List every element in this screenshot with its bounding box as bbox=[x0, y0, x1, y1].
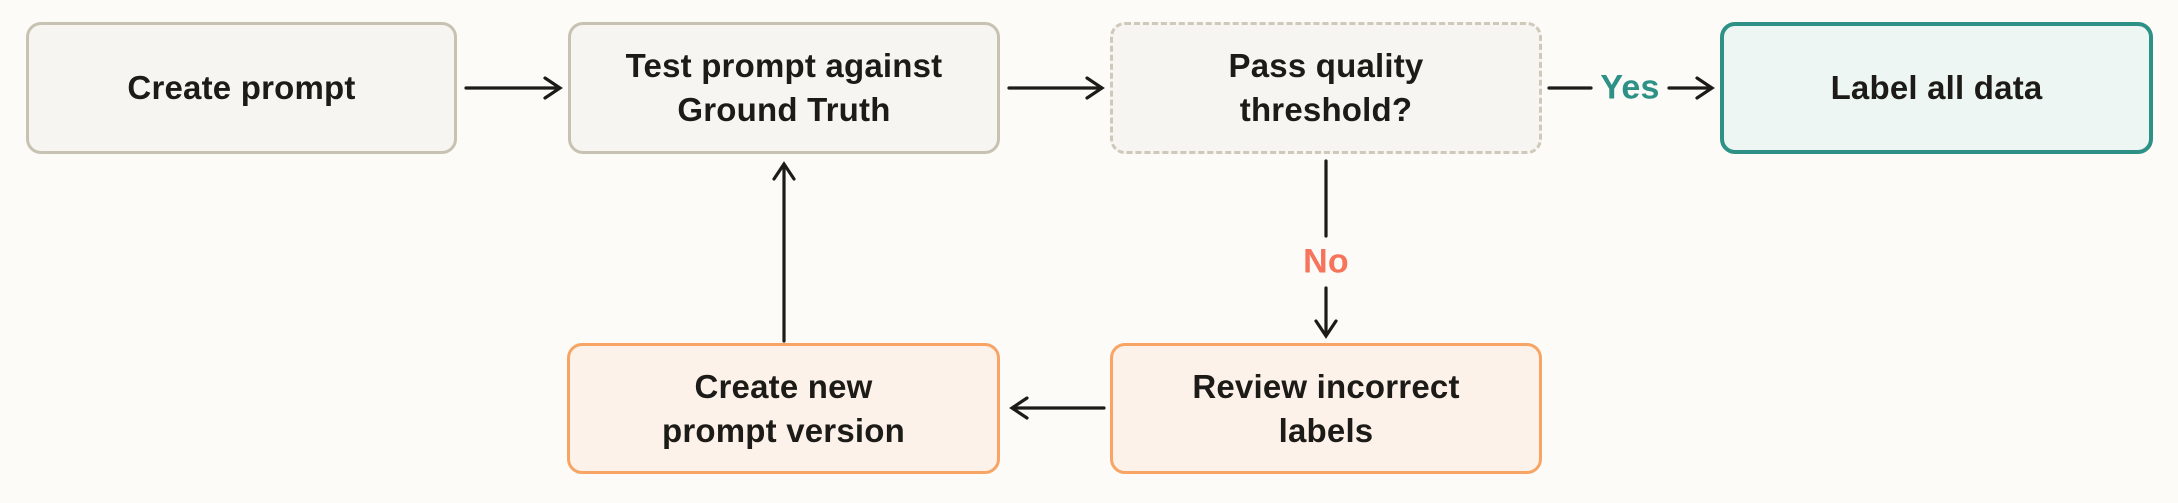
arrow-review-to-new-version bbox=[1009, 396, 1106, 420]
node-label-all-data: Label all data bbox=[1720, 22, 2153, 154]
arrow-test-to-threshold bbox=[1007, 76, 1105, 100]
node-pass-quality-threshold: Pass quality threshold? bbox=[1110, 22, 1542, 154]
arrow-create-to-test bbox=[464, 76, 563, 100]
node-label: Create prompt bbox=[127, 69, 356, 107]
edge-label-no: No bbox=[1303, 242, 1349, 281]
node-review-incorrect-labels: Review incorrect labels bbox=[1110, 343, 1542, 474]
arrow-yes-to-label-all-data bbox=[1547, 76, 1715, 100]
arrow-new-version-to-test bbox=[772, 161, 796, 343]
node-label: Pass quality threshold? bbox=[1228, 47, 1424, 128]
node-label: Review incorrect labels bbox=[1192, 367, 1460, 449]
node-label: Label all data bbox=[1830, 69, 2043, 107]
node-label: Create new prompt version bbox=[661, 367, 905, 449]
node-label: Test prompt against Ground Truth bbox=[625, 47, 943, 128]
arrow-no-to-review-labels bbox=[1314, 159, 1338, 339]
edge-label-yes: Yes bbox=[1600, 68, 1660, 107]
node-create-prompt: Create prompt bbox=[26, 22, 457, 154]
node-test-prompt: Test prompt against Ground Truth bbox=[568, 22, 1000, 154]
node-create-new-prompt-version: Create new prompt version bbox=[567, 343, 1000, 474]
